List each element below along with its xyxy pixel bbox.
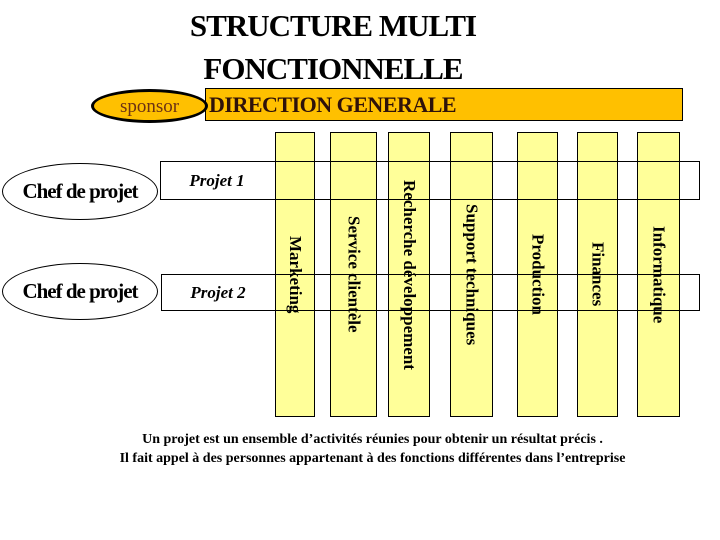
chef-de-projet-label-1: Chef de projet [22, 179, 138, 203]
footer-line-2: Il fait appel à des personnes appartenan… [119, 451, 626, 466]
title-line-2: FONCTIONNELLE [203, 51, 463, 86]
chef-de-projet-ellipse-1: Chef de projet [2, 163, 158, 220]
page-title: STRUCTURE MULTI FONCTIONNELLE [0, 4, 666, 90]
footer-line-1: Un projet est un ensemble d’activités ré… [142, 432, 603, 447]
title-line-1: STRUCTURE MULTI [189, 8, 477, 43]
sponsor-ellipse: sponsor [91, 89, 208, 123]
projet-1-bar: Projet 1 [160, 161, 700, 200]
projet-2-label: Projet 2 [190, 282, 246, 302]
footer-note: Un projet est un ensemble d’activités ré… [0, 430, 720, 468]
chef-de-projet-label-2: Chef de projet [22, 279, 138, 303]
direction-generale-label: DIRECTION GENERALE [209, 92, 457, 117]
projet-1-label: Projet 1 [189, 170, 245, 190]
projet-2-bar: Projet 2 [161, 274, 700, 311]
chef-de-projet-ellipse-2: Chef de projet [2, 263, 158, 320]
direction-generale-banner: DIRECTION GENERALE [205, 88, 683, 121]
sponsor-label: sponsor [119, 95, 180, 117]
